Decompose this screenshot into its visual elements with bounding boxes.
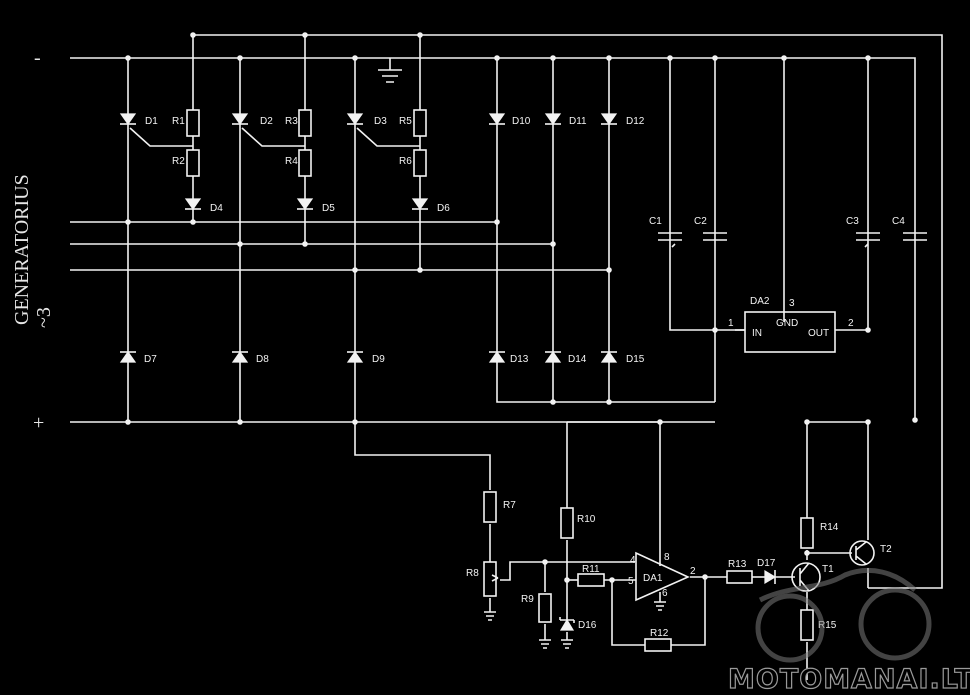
label-da1-pin4: 4 (630, 555, 636, 566)
label-r7: R7 (503, 500, 516, 511)
label-r5: R5 (399, 116, 412, 127)
label-d5: D5 (322, 203, 335, 214)
label-d6: D6 (437, 203, 450, 214)
label-d2: D2 (260, 116, 273, 127)
label-d13: D13 (510, 354, 529, 365)
diode-d13 (488, 350, 506, 363)
label-r4: R4 (285, 156, 298, 167)
label-c3: C3 (846, 216, 859, 227)
resistor-symbols (186, 109, 814, 652)
diode-d5 (296, 198, 314, 211)
capacitor-symbols (658, 232, 927, 248)
label-c2: C2 (694, 216, 707, 227)
label-c4: C4 (892, 216, 905, 227)
regulator-da2 (735, 311, 836, 353)
label-r11: R11 (582, 564, 600, 575)
diode-d3 (346, 113, 364, 126)
label-d12: D12 (626, 116, 645, 127)
diode-d7 (119, 350, 137, 363)
opamp-da1 (635, 551, 690, 602)
diode-symbols (119, 113, 777, 631)
transistor-t2 (849, 540, 875, 566)
label-r1: R1 (172, 116, 185, 127)
diode-d10 (488, 113, 506, 126)
label-d16: D16 (578, 620, 597, 631)
wires (70, 34, 943, 680)
label-da2: DA2 (750, 296, 770, 307)
label-r14: R14 (820, 522, 839, 533)
label-da2-out: OUT (808, 328, 829, 339)
watermark: MOTOMANAI.LT (727, 567, 970, 695)
label-r12: R12 (650, 628, 669, 639)
label-r3: R3 (285, 116, 298, 127)
label-da1-pin6: 6 (662, 588, 668, 599)
label-da2-pin2: 2 (848, 318, 854, 329)
label-r2: R2 (172, 156, 185, 167)
label-da1-pin2: 2 (690, 566, 696, 577)
phase-label: ~3 (33, 307, 55, 328)
label-d4: D4 (210, 203, 223, 214)
diode-d17 (764, 569, 777, 585)
label-d11: D11 (569, 116, 587, 127)
label-t1: T1 (822, 564, 834, 575)
label-d1: D1 (145, 116, 158, 127)
label-d17: D17 (757, 558, 776, 569)
diode-d12 (600, 113, 618, 126)
label-da2-pin3: 3 (789, 298, 795, 309)
label-da2-gnd: GND (776, 318, 798, 329)
diode-d9 (346, 350, 364, 363)
label-r10: R10 (577, 514, 596, 525)
diode-d16 (559, 617, 575, 631)
label-d15: D15 (626, 354, 645, 365)
label-d3: D3 (374, 116, 387, 127)
junctions (125, 32, 918, 583)
diode-d6 (411, 198, 429, 211)
label-r8: R8 (466, 568, 479, 579)
label-r6: R6 (399, 156, 412, 167)
diode-d14 (544, 350, 562, 363)
component-labels: D1 D2 D3 D4 D5 D6 D7 D8 D9 D10 D11 D12 D… (144, 116, 905, 639)
diode-d8 (231, 350, 249, 363)
motorcycle-watermark-icon (755, 567, 932, 663)
label-da1: DA1 (643, 573, 663, 584)
generator-label: GENERATORIUS (11, 174, 33, 325)
label-d10: D10 (512, 116, 531, 127)
minus-terminal-label: - (34, 47, 41, 69)
label-da2-in: IN (752, 328, 762, 339)
label-r9: R9 (521, 594, 534, 605)
label-c1: C1 (649, 216, 662, 227)
diode-d4 (184, 198, 202, 211)
watermark-text: MOTOMANAI.LT (728, 664, 970, 695)
label-d8: D8 (256, 354, 269, 365)
label-d14: D14 (568, 354, 587, 365)
label-d7: D7 (144, 354, 157, 365)
diode-d11 (544, 113, 562, 126)
label-r13: R13 (728, 559, 747, 570)
diode-d15 (600, 350, 618, 363)
label-da2-pin1: 1 (728, 318, 734, 329)
label-d9: D9 (372, 354, 385, 365)
diode-d2 (231, 113, 249, 126)
label-da1-pin8: 8 (664, 552, 670, 563)
label-da1-pin5: 5 (628, 576, 634, 587)
diode-d1 (119, 113, 137, 126)
label-r15: R15 (818, 620, 837, 631)
plus-terminal-label: + (33, 412, 44, 434)
label-t2: T2 (880, 544, 892, 555)
